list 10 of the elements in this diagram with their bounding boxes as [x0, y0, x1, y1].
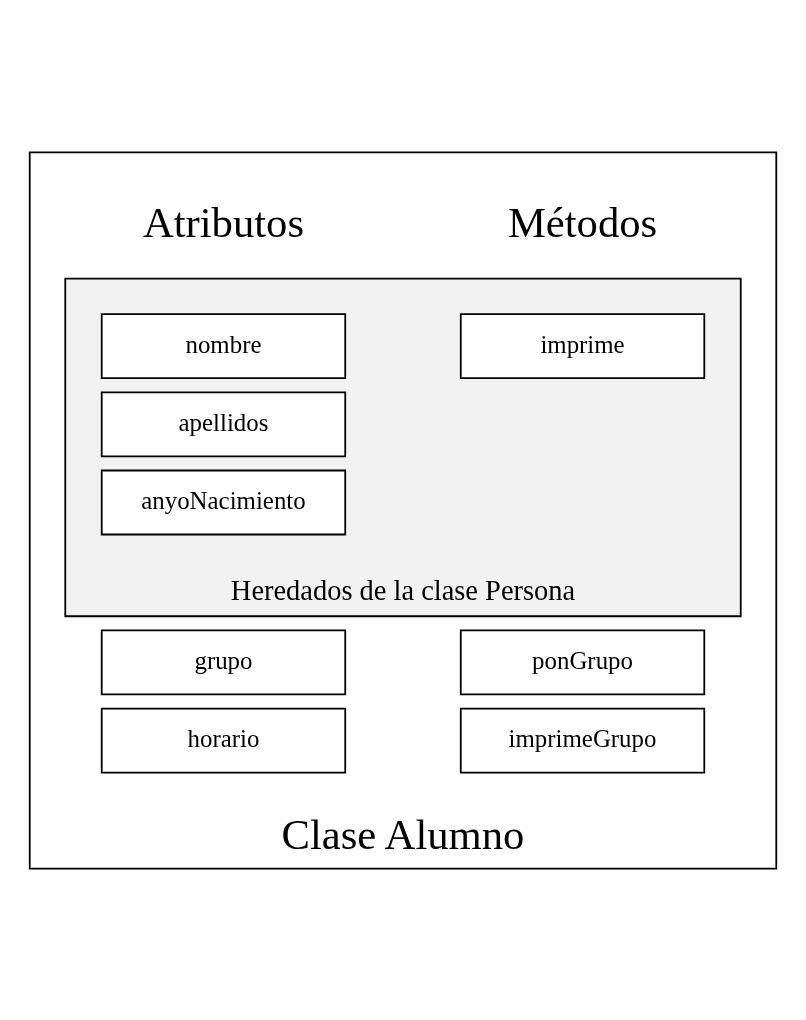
- node-box: nombre: [100, 312, 347, 379]
- node-box: horario: [100, 707, 347, 774]
- node-box: ponGrupo: [459, 629, 706, 695]
- node-box: apellidos: [100, 390, 347, 457]
- node-box: grupo: [100, 629, 347, 695]
- label: Atributos: [142, 198, 305, 246]
- node-box: imprimeGrupo: [459, 707, 706, 774]
- node-box: imprime: [459, 312, 706, 379]
- label: Métodos: [507, 198, 658, 246]
- node-box: anyoNacimiento: [100, 469, 347, 535]
